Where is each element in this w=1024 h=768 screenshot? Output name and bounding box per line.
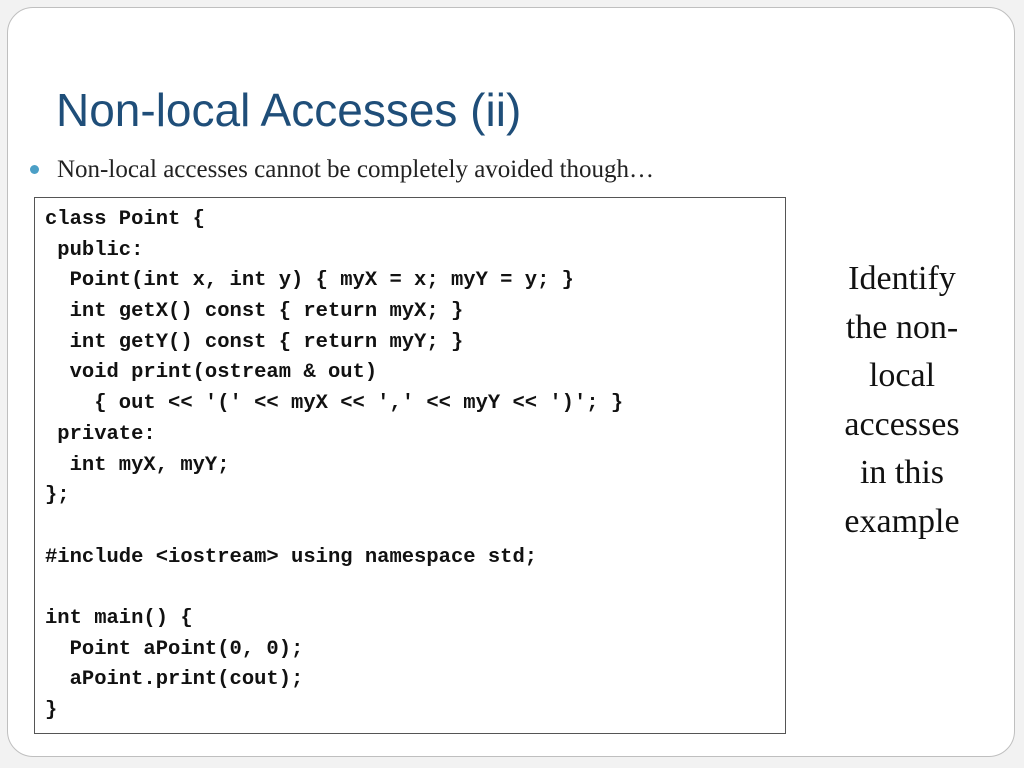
side-note-line: local	[868, 357, 936, 394]
code-line: int getY() const { return myY; }	[45, 330, 464, 354]
code-line: public:	[45, 238, 144, 262]
code-line: { out << '(' << myX << ',' << myY << ')'…	[45, 392, 624, 416]
side-note-line: example	[844, 502, 960, 540]
code-line: class Point {	[45, 208, 205, 231]
code-line: };	[45, 484, 70, 508]
side-note-line: the non-	[845, 308, 959, 346]
bullet-text: Non-local accesses cannot be completely …	[57, 156, 655, 183]
code-line: Point aPoint(0, 0);	[45, 637, 304, 661]
side-note-line: Identify	[848, 260, 956, 297]
code-block: class Point { public: Point(int x, int y…	[34, 197, 786, 734]
side-note: Identify the non- local accesses in this…	[822, 255, 982, 546]
code-line: }	[45, 699, 58, 722]
side-note-line: accesses	[844, 405, 960, 443]
bullet-dot-icon	[30, 164, 39, 174]
code-line: private:	[45, 422, 156, 446]
code-line: int main() {	[45, 606, 193, 630]
code-line: #include <iostream> using namespace std;	[45, 545, 538, 569]
bullet-item: Non-local accesses cannot be completely …	[30, 153, 654, 187]
code-line: int myX, myY;	[45, 453, 230, 477]
code-line: Point(int x, int y) { myX = x; myY = y; …	[45, 269, 574, 293]
code-line: aPoint.print(cout);	[45, 668, 304, 692]
code-line-blank	[45, 573, 785, 604]
code-line: void print(ostream & out)	[45, 361, 378, 385]
side-note-line: in this	[859, 454, 945, 491]
code-line: int getX() const { return myX; }	[45, 300, 464, 324]
code-line-blank	[45, 512, 785, 543]
slide-title: Non-local Accesses (ii)	[56, 84, 522, 136]
